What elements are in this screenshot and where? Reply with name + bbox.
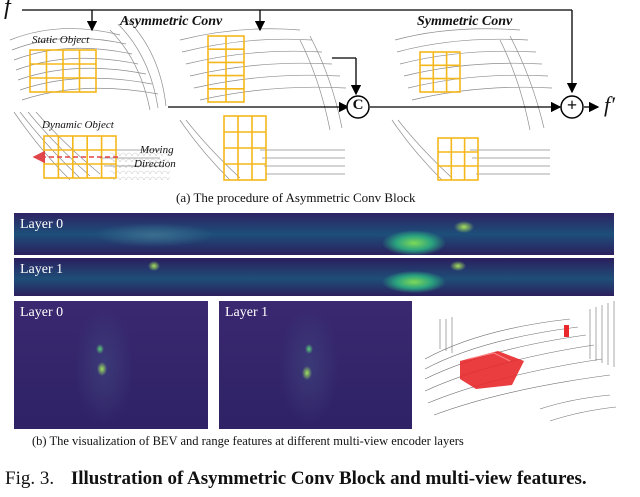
dynamic-object-label: Dynamic Object — [42, 119, 114, 131]
add-node — [560, 95, 584, 119]
point-cloud-detection-view — [420, 299, 620, 429]
symmetric-conv-title: Symmetric Conv — [417, 14, 513, 29]
bev-layer1-label: Layer 1 — [225, 305, 269, 320]
range-layer1-label: Layer 1 — [20, 262, 64, 277]
input-feature-label: f — [4, 0, 11, 20]
diagram-canvas — [9, 9, 600, 181]
range-layer0-label: Layer 0 — [20, 217, 64, 232]
bev-layer0: Layer 0 — [14, 301, 208, 429]
caption-b: (b) The visualization of BEV and range f… — [32, 434, 464, 448]
figure-number: Fig. 3. — [5, 468, 55, 489]
asymmetric-conv-diagram: f Asymmetric Conv Symmetric Conv Static … — [0, 0, 640, 210]
figure-caption: Fig. 3. Illustration of Asymmetric Conv … — [5, 468, 587, 490]
sym-kernel-bottom-grid — [437, 137, 479, 181]
asym-kernel-horizontal-grid — [223, 115, 267, 181]
skip-connection-lines — [22, 9, 600, 113]
static-object-label: Static Object — [32, 34, 90, 46]
bev-layer1: Layer 1 — [219, 301, 412, 429]
figure-title: Illustration of Asymmetric Conv Block an… — [70, 468, 587, 489]
static-object-grid — [29, 49, 97, 93]
direction-label: Direction — [134, 158, 176, 170]
asym-kernel-vertical-grid — [207, 35, 245, 103]
bev-layer0-label: Layer 0 — [20, 305, 64, 320]
detected-pedestrian — [564, 325, 569, 337]
detected-car — [460, 351, 524, 389]
concat-node — [346, 95, 370, 119]
sym-kernel-top-grid — [419, 51, 461, 93]
range-view-layer1: Layer 1 — [14, 258, 614, 296]
lidar-panel-2 — [179, 28, 347, 181]
lidar-panel-3 — [391, 28, 553, 181]
point-cloud-canvas — [424, 301, 617, 422]
asymmetric-conv-title: Asymmetric Conv — [120, 14, 223, 29]
dynamic-object-grid — [43, 135, 117, 179]
add-symbol: + — [566, 95, 578, 115]
range-view-layer0: Layer 0 — [14, 213, 614, 255]
caption-a: (a) The procedure of Asymmetric Conv Blo… — [176, 190, 416, 205]
moving-label: Moving — [140, 144, 174, 156]
concat-symbol: C — [352, 97, 364, 113]
output-feature-label: f′ — [604, 92, 615, 117]
